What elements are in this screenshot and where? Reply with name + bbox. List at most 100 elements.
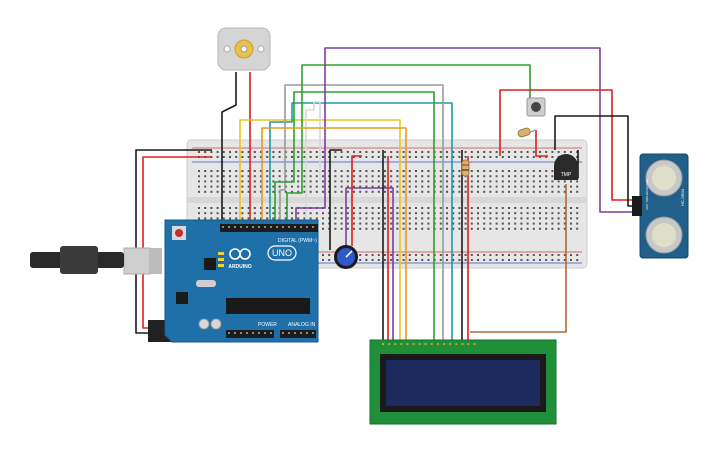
- hole: [235, 180, 238, 183]
- hole: [415, 156, 417, 158]
- hole: [297, 170, 300, 172]
- hole: [384, 212, 386, 215]
- hole: [406, 343, 409, 345]
- hole: [253, 217, 256, 220]
- hole: [520, 185, 523, 188]
- hole: [489, 156, 492, 158]
- hole: [458, 212, 461, 215]
- ultrasonic-sensor-label: HC-SR04: [680, 188, 685, 206]
- hole: [340, 151, 343, 153]
- hole: [539, 185, 541, 188]
- hole: [539, 207, 541, 209]
- hole: [446, 151, 448, 153]
- hole: [322, 156, 324, 158]
- hole: [470, 259, 473, 261]
- hole: [365, 170, 368, 172]
- hole: [446, 180, 448, 183]
- potentiometer[interactable]: [334, 245, 358, 269]
- hole: [532, 156, 535, 158]
- hole: [303, 170, 306, 172]
- hole: [359, 190, 362, 193]
- hole: [365, 180, 368, 183]
- hole: [377, 222, 380, 225]
- hole: [557, 259, 560, 261]
- hole: [291, 212, 293, 215]
- hole: [551, 151, 554, 153]
- hole: [526, 190, 529, 193]
- lcd-16x2[interactable]: [369, 339, 557, 425]
- hole: [520, 217, 523, 220]
- hole: [477, 151, 479, 153]
- hole: [266, 185, 269, 188]
- hole: [365, 217, 368, 220]
- hole: [371, 185, 374, 188]
- hole: [282, 332, 284, 334]
- hole: [229, 156, 231, 158]
- hole: [557, 227, 560, 230]
- hole: [576, 222, 579, 225]
- hole: [396, 259, 399, 261]
- hole: [228, 332, 230, 334]
- hole: [477, 227, 479, 230]
- arduino-uno[interactable]: DIGITAL (PWM~) POWER ANALOG IN ARDUINO U…: [30, 219, 319, 343]
- hole: [415, 212, 417, 215]
- hole: [501, 156, 504, 158]
- hole: [563, 151, 566, 153]
- hole: [483, 212, 486, 215]
- hole: [570, 190, 572, 193]
- hole: [495, 259, 498, 261]
- hole: [452, 212, 455, 215]
- hole: [427, 185, 430, 188]
- hole: [384, 156, 386, 158]
- resistor[interactable]: [517, 127, 537, 138]
- hole: [470, 207, 473, 209]
- hole: [384, 170, 386, 172]
- temperature-sensor[interactable]: TMP: [554, 154, 578, 180]
- hole: [427, 227, 430, 230]
- hole: [322, 190, 324, 193]
- hole: [545, 190, 548, 193]
- hole: [241, 180, 244, 183]
- hole: [303, 212, 306, 215]
- hole: [520, 156, 523, 158]
- hole: [235, 170, 238, 172]
- hole: [501, 190, 504, 193]
- hole: [402, 259, 405, 261]
- hole: [229, 185, 231, 188]
- hole: [545, 222, 548, 225]
- resistor[interactable]: [461, 159, 470, 177]
- hole: [284, 190, 287, 193]
- hole: [464, 207, 467, 209]
- hole: [415, 151, 417, 153]
- hole: [446, 217, 448, 220]
- hole: [520, 170, 523, 172]
- hole: [235, 212, 238, 215]
- hole: [421, 185, 424, 188]
- hole: [309, 151, 312, 153]
- hole: [340, 207, 343, 209]
- dc-motor[interactable]: [217, 27, 271, 71]
- hole: [501, 185, 504, 188]
- hole: [495, 222, 498, 225]
- pushbutton[interactable]: [526, 97, 546, 117]
- hole: [272, 180, 275, 183]
- hole: [477, 259, 479, 261]
- hole: [520, 207, 523, 209]
- hole: [402, 254, 405, 256]
- hole: [545, 259, 548, 261]
- hole: [390, 170, 393, 172]
- hole: [396, 222, 399, 225]
- hole: [204, 190, 207, 193]
- hole: [520, 222, 523, 225]
- hole: [427, 222, 430, 225]
- hole: [322, 180, 324, 183]
- ultrasonic-sensor[interactable]: HC-SR04 VCC TRIG ECHO GND: [632, 153, 689, 259]
- hole: [204, 170, 207, 172]
- hole: [483, 227, 486, 230]
- hole: [508, 151, 510, 153]
- hole: [371, 212, 374, 215]
- hole: [247, 217, 250, 220]
- hole: [458, 207, 461, 209]
- hole: [340, 217, 343, 220]
- hole: [501, 222, 504, 225]
